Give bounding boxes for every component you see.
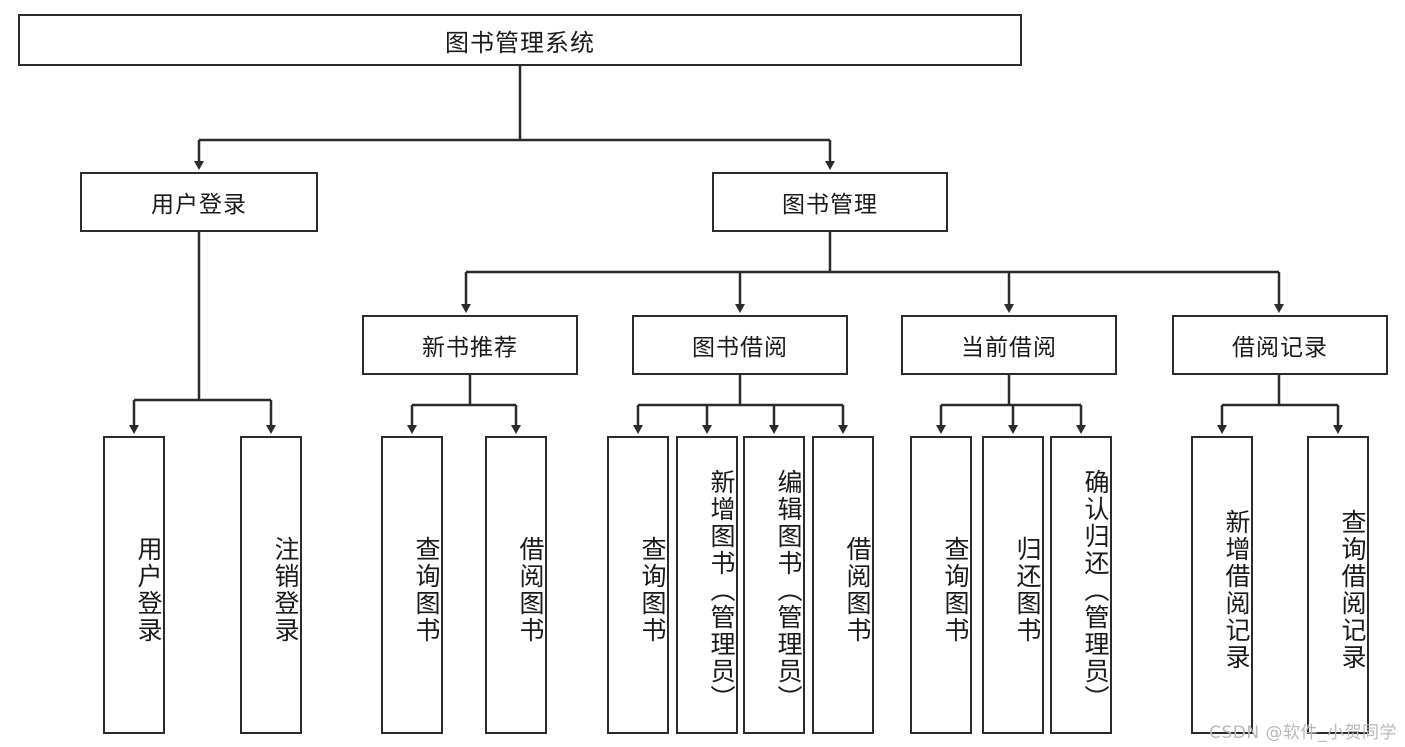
leaf-query-book-2[interactable]: 查询图书 — [607, 436, 669, 734]
leaf-add-book-label: 新增图书（管理员） — [707, 468, 736, 712]
node-new-book-rec[interactable]: 新书推荐 — [362, 315, 578, 375]
leaf-add-book[interactable]: 新增图书（管理员） — [676, 436, 738, 734]
leaf-return-book-label: 归还图书 — [1013, 536, 1042, 644]
node-user-login-label: 用户登录 — [151, 192, 247, 218]
leaf-query-record-label: 查询借阅记录 — [1338, 509, 1367, 671]
node-root-label: 图书管理系统 — [445, 28, 595, 57]
leaf-add-record[interactable]: 新增借阅记录 — [1191, 436, 1253, 734]
leaf-edit-book-label: 编辑图书（管理员） — [774, 468, 803, 712]
leaf-return-book[interactable]: 归还图书 — [982, 436, 1044, 734]
node-book-borrow-label: 图书借阅 — [692, 335, 788, 361]
leaf-edit-book[interactable]: 编辑图书（管理员） — [743, 436, 805, 734]
node-root[interactable]: 图书管理系统 — [18, 14, 1022, 66]
node-book-manage-label: 图书管理 — [782, 192, 878, 218]
leaf-logout[interactable]: 注销登录 — [240, 436, 302, 734]
leaf-add-record-label: 新增借阅记录 — [1222, 509, 1251, 671]
csdn-watermark: CSDN @软件_小贺同学 — [1209, 723, 1397, 743]
node-book-manage[interactable]: 图书管理 — [712, 172, 948, 232]
leaf-logout-label: 注销登录 — [271, 536, 300, 644]
leaf-confirm-return[interactable]: 确认归还（管理员） — [1050, 436, 1112, 734]
node-borrow-record-label: 借阅记录 — [1232, 335, 1328, 361]
leaf-borrow-book-1[interactable]: 借阅图书 — [485, 436, 547, 734]
leaf-user-login[interactable]: 用户登录 — [103, 436, 165, 734]
node-book-borrow[interactable]: 图书借阅 — [632, 315, 848, 375]
node-new-book-rec-label: 新书推荐 — [422, 335, 518, 361]
node-user-login[interactable]: 用户登录 — [80, 172, 318, 232]
leaf-confirm-return-label: 确认归还（管理员） — [1081, 468, 1110, 712]
leaf-user-login-label: 用户登录 — [134, 536, 163, 644]
leaf-borrow-book-2[interactable]: 借阅图书 — [812, 436, 874, 734]
node-current-borrow-label: 当前借阅 — [961, 335, 1057, 361]
leaf-borrow-book-1-label: 借阅图书 — [516, 536, 545, 644]
leaf-query-record[interactable]: 查询借阅记录 — [1307, 436, 1369, 734]
leaf-query-book-3[interactable]: 查询图书 — [910, 436, 972, 734]
node-current-borrow[interactable]: 当前借阅 — [901, 315, 1117, 375]
leaf-query-book-1-label: 查询图书 — [412, 536, 441, 644]
leaf-borrow-book-2-label: 借阅图书 — [843, 536, 872, 644]
leaf-query-book-3-label: 查询图书 — [941, 536, 970, 644]
node-borrow-record[interactable]: 借阅记录 — [1172, 315, 1388, 375]
leaf-query-book-2-label: 查询图书 — [638, 536, 667, 644]
leaf-query-book-1[interactable]: 查询图书 — [381, 436, 443, 734]
